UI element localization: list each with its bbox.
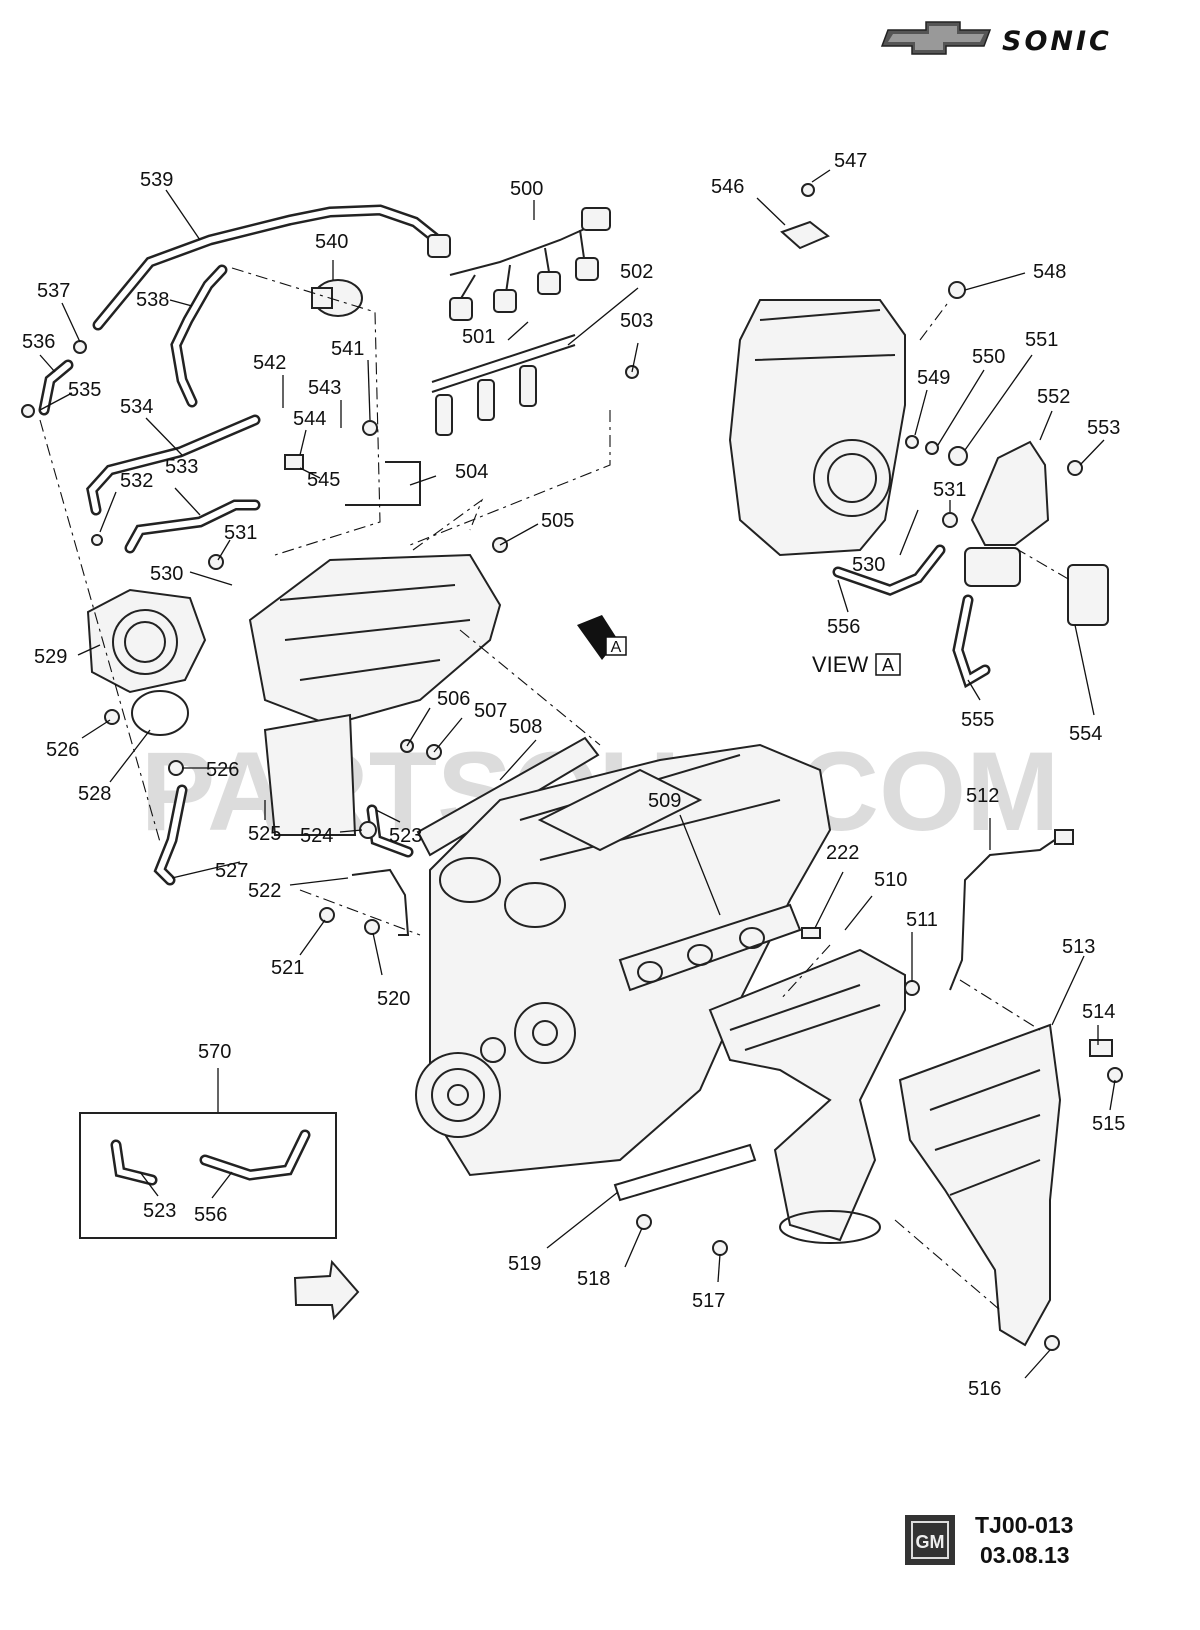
callout-517: 517: [692, 1290, 725, 1312]
view-a-label: VIEW A: [812, 652, 901, 677]
callout-530: 530: [150, 563, 183, 585]
callout-511: 511: [906, 909, 938, 931]
callout-524: 524: [300, 825, 333, 847]
view-a-arrow: A: [577, 615, 627, 660]
callout-513: 513: [1062, 936, 1095, 958]
callout-518: 518: [577, 1268, 610, 1290]
view-a-arrow-letter: A: [611, 639, 622, 656]
callout-535: 535: [68, 379, 101, 401]
diagram-date: 03.08.13: [980, 1542, 1070, 1568]
callout-553: 553: [1087, 417, 1120, 439]
callout-506: 506: [437, 688, 470, 710]
callout-545: 545: [307, 469, 340, 491]
callout-527: 527: [215, 860, 248, 882]
callout-554: 554: [1069, 723, 1102, 745]
callout-540: 540: [315, 231, 348, 253]
callout-222: 222: [826, 842, 859, 864]
callout-526-right: 526: [206, 759, 239, 781]
callout-534: 534: [120, 396, 153, 418]
callout-546: 546: [711, 176, 744, 198]
callout-570: 570: [198, 1041, 231, 1063]
callout-532: 532: [120, 470, 153, 492]
gm-logo: GM: [905, 1515, 955, 1565]
callout-522: 522: [248, 880, 281, 902]
callout-504: 504: [455, 461, 488, 483]
callout-539: 539: [140, 169, 173, 191]
callout-548: 548: [1033, 261, 1066, 283]
callout-501: 501: [462, 326, 495, 348]
callout-531-viewa: 531: [933, 479, 966, 501]
callout-556-viewa: 556: [827, 616, 860, 638]
callout-515: 515: [1092, 1113, 1125, 1135]
callout-510: 510: [874, 869, 907, 891]
callout-547: 547: [834, 150, 867, 172]
callout-543: 543: [308, 377, 341, 399]
leader-lines: [39, 169, 1116, 1379]
callout-503: 503: [620, 310, 653, 332]
callout-labels: 500 501 502 503 504 505 506 507 508 509 …: [22, 150, 1125, 1400]
callout-529: 529: [34, 646, 67, 668]
callout-552: 552: [1037, 386, 1070, 408]
callout-525: 525: [248, 823, 281, 845]
callout-502: 502: [620, 261, 653, 283]
callout-531: 531: [224, 522, 257, 544]
callout-556-kit: 556: [194, 1204, 227, 1226]
callout-512: 512: [966, 785, 999, 807]
callout-520: 520: [377, 988, 410, 1010]
callout-519: 519: [508, 1253, 541, 1275]
callout-555: 555: [961, 709, 994, 731]
callout-533: 533: [165, 456, 198, 478]
callout-537: 537: [37, 280, 70, 302]
callout-541: 541: [331, 338, 364, 360]
callout-536: 536: [22, 331, 55, 353]
callout-549: 549: [917, 367, 950, 389]
callout-523: 523: [389, 825, 422, 847]
callout-508: 508: [509, 716, 542, 738]
chevrolet-bowtie-logo: [880, 21, 992, 55]
gm-logo-text: GM: [916, 1532, 945, 1552]
callout-516: 516: [968, 1378, 1001, 1400]
callout-500: 500: [510, 178, 543, 200]
diagram-code: TJ00-013: [975, 1512, 1073, 1538]
callout-526-left: 526: [46, 739, 79, 761]
callout-507: 507: [474, 700, 507, 722]
callout-521: 521: [271, 957, 304, 979]
callout-550: 550: [972, 346, 1005, 368]
callout-509: 509: [648, 790, 681, 812]
callout-514: 514: [1082, 1001, 1115, 1023]
callout-523-kit: 523: [143, 1200, 176, 1222]
model-wordmark: SONIC: [1002, 26, 1112, 57]
callout-530-viewa: 530: [852, 554, 885, 576]
callout-544: 544: [293, 408, 326, 430]
phantom-lines: [39, 267, 1071, 1311]
callout-542: 542: [253, 352, 286, 374]
kit-570-box: [79, 1112, 337, 1239]
view-a-letter: A: [882, 655, 894, 675]
callout-538: 538: [136, 289, 169, 311]
parts-artwork: [21, 183, 1123, 1351]
callout-528: 528: [78, 783, 111, 805]
callout-551: 551: [1025, 329, 1058, 351]
view-a-text: VIEW: [812, 652, 868, 677]
callout-505: 505: [541, 510, 574, 532]
